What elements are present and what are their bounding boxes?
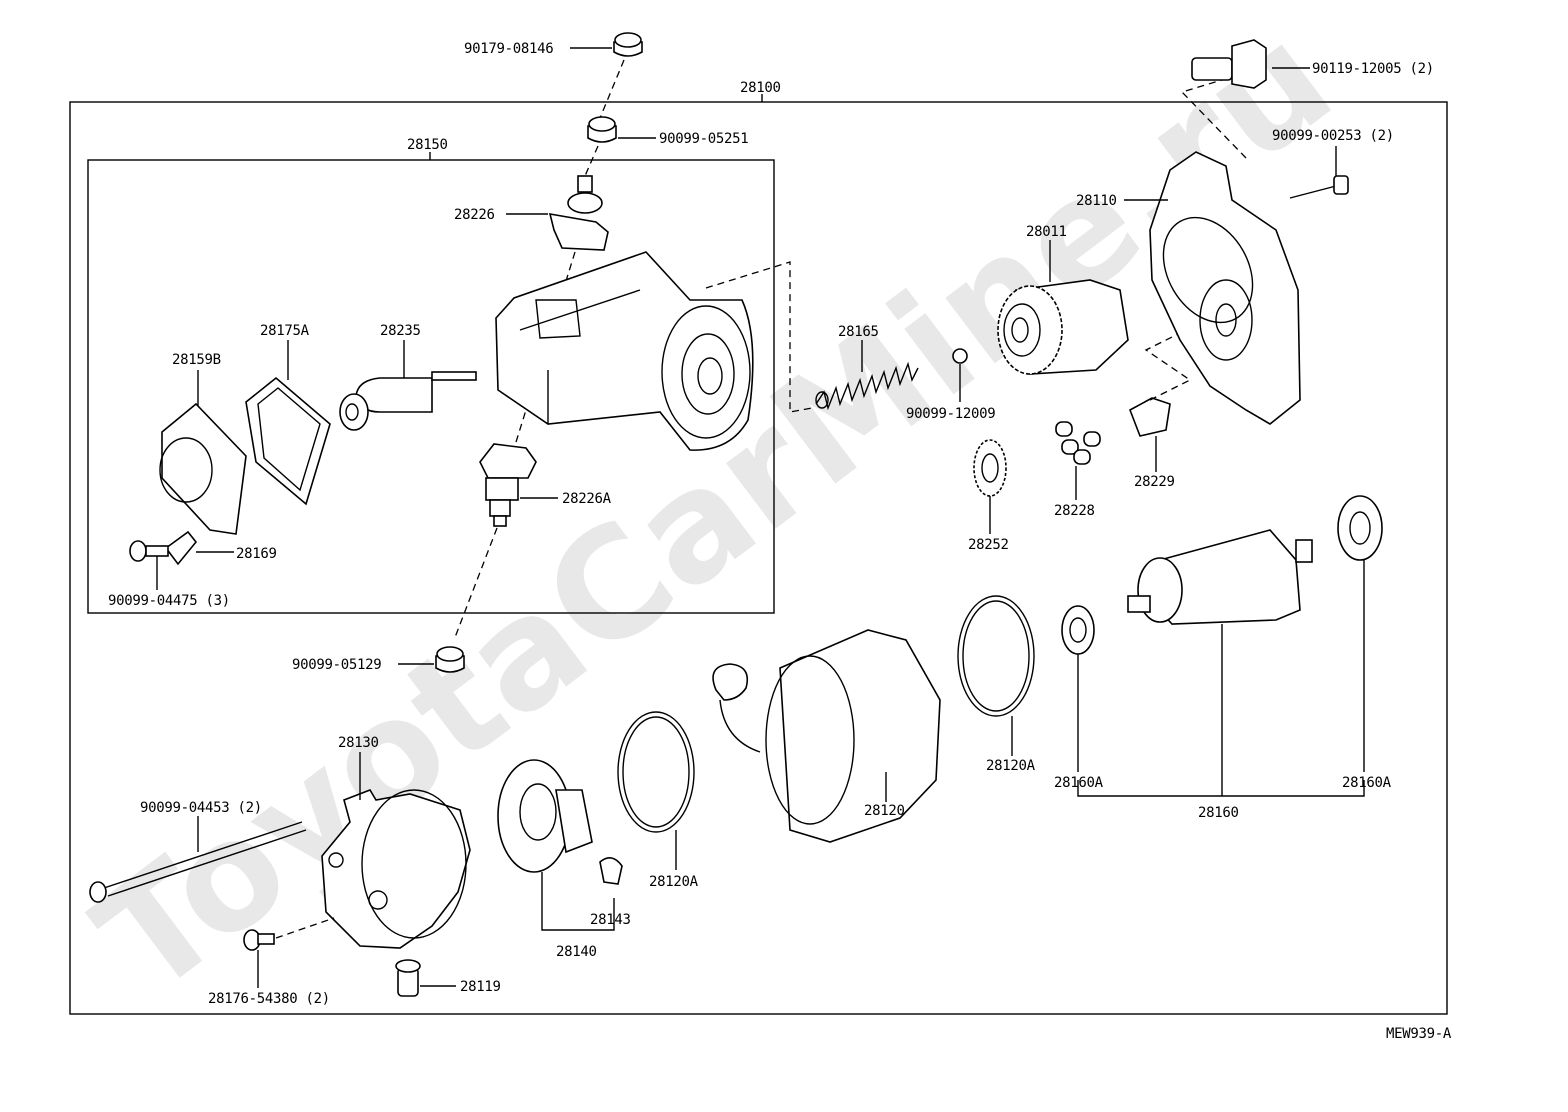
- rollers-28228: [1055, 421, 1101, 500]
- watermark: ToyotaCarMine.ru: [67, 0, 1363, 1029]
- label-28120A-right: 28120A: [986, 758, 1036, 774]
- label-90099-05251: 90099-05251: [659, 131, 748, 147]
- nut-90099-05129: [398, 646, 465, 673]
- clutch-28011: [997, 240, 1129, 375]
- label-90099-05129: 90099-05129: [292, 657, 381, 673]
- label-28011: 28011: [1026, 224, 1067, 240]
- screw-90099-00253: [1289, 146, 1349, 199]
- bearing-28160A-left: [1061, 605, 1095, 772]
- label-28226: 28226: [454, 207, 495, 223]
- terminal-28226A: [479, 443, 558, 527]
- housing-28110: [1124, 151, 1301, 425]
- bolt-90119-12005: [1191, 39, 1310, 89]
- label-28160A-right: 28160A: [1342, 775, 1392, 791]
- nut-90099-05251: [587, 116, 656, 143]
- label-90099-04475: 90099-04475 (3): [108, 593, 230, 609]
- label-28160A-left: 28160A: [1054, 775, 1104, 791]
- label-90179-08146: 90179-08146: [464, 41, 553, 57]
- oring-28120A-right: [957, 595, 1035, 756]
- label-28160: 28160: [1198, 805, 1239, 821]
- label-90099-04453: 90099-04453 (2): [140, 800, 262, 816]
- end-frame-28130: [321, 752, 471, 949]
- retainer-28229: [1129, 397, 1171, 472]
- leader-bracket-28160: [1077, 780, 1365, 797]
- terminal-28226: [506, 175, 609, 251]
- label-28140: 28140: [556, 944, 597, 960]
- label-28119: 28119: [460, 979, 501, 995]
- assembly-frame-28100: [69, 101, 1448, 1015]
- label-28229: 28229: [1134, 474, 1175, 490]
- label-28169: 28169: [236, 546, 277, 562]
- spring-28165: [815, 340, 919, 411]
- label-28228: 28228: [1054, 503, 1095, 519]
- screw-90099-04475: [129, 540, 169, 590]
- cover-28159B: [159, 370, 247, 535]
- yoke-28120: [712, 629, 941, 843]
- magnetic-switch-housing: [495, 251, 754, 451]
- watermark-text: ToyotaCarMine.ru: [67, 0, 1363, 1029]
- label-28226A: 28226A: [562, 491, 612, 507]
- oring-28120A-left: [617, 711, 695, 870]
- label-28175A: 28175A: [260, 323, 310, 339]
- gasket-28175A: [245, 340, 331, 506]
- diagram-code: MEW939-A: [1386, 1026, 1452, 1042]
- label-28165: 28165: [838, 324, 879, 340]
- label-28150: 28150: [407, 137, 448, 153]
- label-90099-12009: 90099-12009: [906, 406, 995, 422]
- part-labels: 90179-08146 28100 90119-12005 (2) 90099-…: [108, 41, 1452, 1042]
- label-28159B: 28159B: [172, 352, 221, 368]
- bolt-90099-04453: [89, 816, 307, 903]
- label-28252: 28252: [968, 537, 1009, 553]
- label-28176-54380: 28176-54380 (2): [208, 991, 330, 1007]
- label-28100: 28100: [740, 80, 781, 96]
- plunger-28235: [339, 340, 477, 431]
- label-28235: 28235: [380, 323, 421, 339]
- ball-90099-12009: [952, 348, 968, 402]
- clip-28169: [164, 530, 234, 566]
- bearing-28160A-right: [1337, 495, 1383, 772]
- label-28130: 28130: [338, 735, 379, 751]
- brush-holder-28140: [497, 759, 615, 931]
- spring-28143: [599, 857, 623, 885]
- armature-28160: [1127, 529, 1313, 796]
- label-90099-00253: 90099-00253 (2): [1272, 128, 1394, 144]
- nut-90179-08146: [570, 32, 643, 57]
- cap-28119: [395, 959, 456, 997]
- screw-28176-54380: [243, 929, 275, 988]
- gear-28252: [973, 439, 1007, 534]
- label-28110: 28110: [1076, 193, 1117, 209]
- label-28143: 28143: [590, 912, 631, 928]
- label-28120A-left: 28120A: [649, 874, 699, 890]
- label-90119-12005: 90119-12005 (2): [1312, 61, 1434, 77]
- assembly-frame-28150: [87, 159, 775, 614]
- label-28120: 28120: [864, 803, 905, 819]
